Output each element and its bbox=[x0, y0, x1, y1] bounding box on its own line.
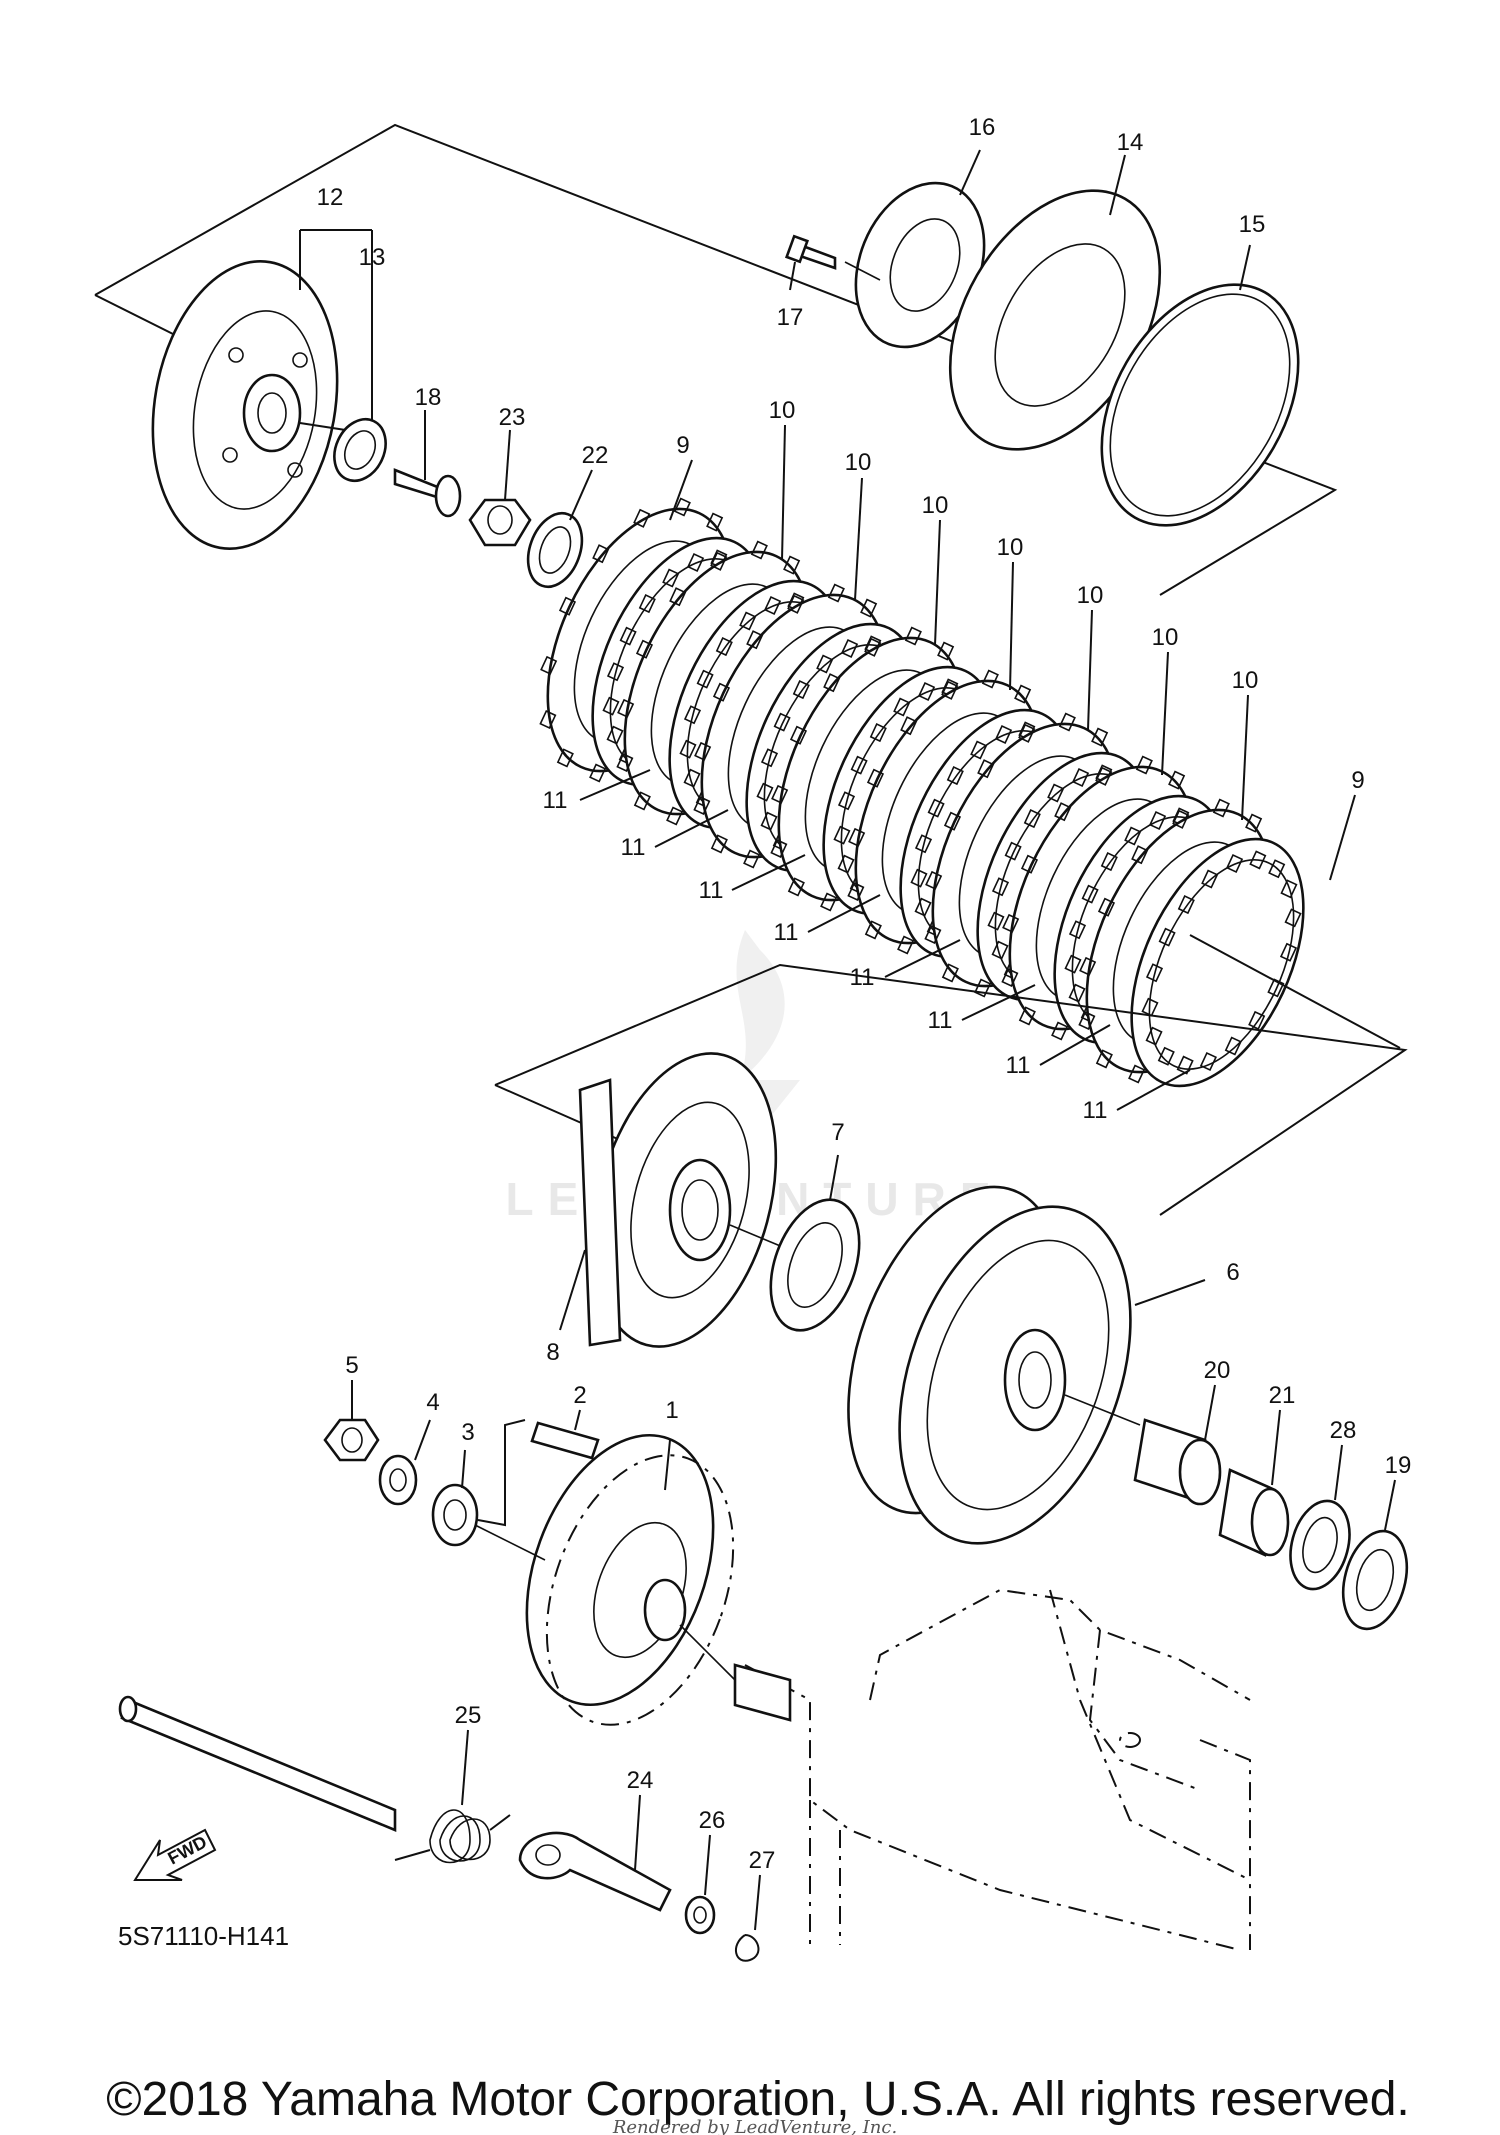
leader-line bbox=[807, 894, 881, 933]
callout-10-d: 10 bbox=[997, 534, 1024, 561]
callout-24: 24 bbox=[627, 1767, 654, 1794]
callout-11-a: 11 bbox=[543, 787, 568, 814]
part-22-washer bbox=[526, 469, 593, 589]
fwd-label: FWD bbox=[164, 1832, 210, 1869]
leader-line bbox=[654, 809, 729, 848]
part-18-push-rod bbox=[393, 410, 462, 518]
callout-4: 4 bbox=[426, 1389, 439, 1416]
leader-line bbox=[884, 939, 961, 978]
callout-3: 3 bbox=[461, 1419, 474, 1446]
callout-1: 1 bbox=[665, 1397, 678, 1424]
clutch-plate-stack bbox=[539, 424, 1401, 1111]
part-15-wire-ring bbox=[1100, 244, 1300, 527]
part-27-circlip bbox=[735, 1874, 761, 1962]
callout-10-c: 10 bbox=[922, 492, 949, 519]
part-13-bearing bbox=[333, 255, 387, 483]
leader-line bbox=[579, 769, 651, 801]
part-8-driven-gear bbox=[559, 1052, 791, 1348]
leader-line bbox=[1161, 651, 1169, 776]
callout-14: 14 bbox=[1117, 129, 1144, 156]
part-5-nut bbox=[323, 1380, 380, 1462]
clutch-plate bbox=[1130, 837, 1305, 1088]
part-19-thrust-washer bbox=[1341, 1479, 1409, 1631]
part-23-nut bbox=[468, 429, 532, 547]
callout-13: 13 bbox=[359, 244, 386, 271]
leader-12 bbox=[299, 229, 373, 270]
part-4-lock-washer bbox=[378, 1419, 431, 1506]
callout-27: 27 bbox=[749, 1847, 776, 1874]
callout-18: 18 bbox=[415, 384, 442, 411]
part-17-bolt bbox=[784, 234, 881, 291]
leader-line bbox=[731, 854, 806, 891]
shaft bbox=[118, 1695, 397, 1832]
leader-line bbox=[1241, 694, 1249, 821]
callout-11-c: 11 bbox=[699, 877, 724, 904]
leader-line bbox=[1009, 561, 1014, 691]
callout-10-b: 10 bbox=[845, 449, 872, 476]
callout-7: 7 bbox=[831, 1119, 844, 1146]
callout-25: 25 bbox=[455, 1702, 482, 1729]
callout-11-f: 11 bbox=[928, 1007, 953, 1034]
callout-17: 17 bbox=[777, 304, 804, 331]
part-3-collar bbox=[431, 1449, 479, 1547]
callout-10-a: 10 bbox=[769, 397, 796, 424]
callout-6: 6 bbox=[1226, 1259, 1239, 1286]
stack-axis-line bbox=[1189, 934, 1401, 1049]
callout-2: 2 bbox=[573, 1382, 586, 1409]
part-2-key bbox=[477, 1409, 600, 1527]
leader-line bbox=[854, 477, 863, 601]
callout-28: 28 bbox=[1330, 1417, 1357, 1444]
part-12-pressure-plate bbox=[151, 260, 366, 550]
engine-case-outline bbox=[679, 1588, 1251, 1951]
callout-10-g: 10 bbox=[1232, 667, 1259, 694]
callout-21: 21 bbox=[1269, 1382, 1296, 1409]
diagram-code: 5S71110-H141 bbox=[118, 1921, 289, 1951]
callout-16: 16 bbox=[969, 114, 996, 141]
callout-26: 26 bbox=[699, 1807, 726, 1834]
part-6-clutch-housing bbox=[847, 1185, 1206, 1545]
callout-10-f: 10 bbox=[1152, 624, 1179, 651]
callout-22: 22 bbox=[582, 442, 609, 469]
part-28-spacer bbox=[1289, 1444, 1351, 1591]
callout-11-g: 11 bbox=[1006, 1052, 1031, 1079]
leader-line bbox=[781, 424, 786, 561]
copyright-notice: ©2018 Yamaha Motor Corporation, U.S.A. A… bbox=[106, 2073, 1410, 2126]
callout-19: 19 bbox=[1385, 1452, 1412, 1479]
rendered-by-notice: Rendered by LeadVenture, Inc. bbox=[612, 2117, 897, 2135]
callout-9-bottom: 9 bbox=[1351, 767, 1364, 794]
part-21-needle-bearing bbox=[1218, 1409, 1290, 1557]
part-20-collar bbox=[1133, 1384, 1222, 1506]
part-24-push-lever bbox=[518, 1794, 672, 1912]
callout-15: 15 bbox=[1239, 211, 1266, 238]
leader-line bbox=[669, 459, 693, 521]
leader-line bbox=[1116, 1069, 1191, 1111]
part-1-drive-gear bbox=[474, 1433, 735, 1726]
leader-line bbox=[934, 519, 941, 646]
callout-8: 8 bbox=[546, 1339, 559, 1366]
callout-12: 12 bbox=[317, 184, 344, 211]
callout-11-e: 11 bbox=[850, 964, 875, 991]
callout-11-d: 11 bbox=[774, 919, 799, 946]
fwd-arrow-icon: FWD bbox=[133, 1828, 217, 1881]
callout-11-b: 11 bbox=[621, 834, 646, 861]
callout-11-h: 11 bbox=[1083, 1097, 1108, 1124]
leader-line bbox=[961, 984, 1036, 1021]
callout-9-top: 9 bbox=[676, 432, 689, 459]
callouts: 12 13 16 14 15 17 18 23 22 9 10 10 10 10… bbox=[317, 114, 1412, 1874]
callout-10-e: 10 bbox=[1077, 582, 1104, 609]
callout-5: 5 bbox=[345, 1352, 358, 1379]
leader-line bbox=[1329, 794, 1356, 881]
part-26-washer bbox=[684, 1834, 716, 1935]
part-7-spacer bbox=[769, 1154, 861, 1332]
part-25-spring bbox=[394, 1729, 511, 1864]
callout-20: 20 bbox=[1204, 1357, 1231, 1384]
leader-line bbox=[1087, 609, 1093, 731]
callout-23: 23 bbox=[499, 404, 526, 431]
leader-line bbox=[1039, 1024, 1111, 1066]
